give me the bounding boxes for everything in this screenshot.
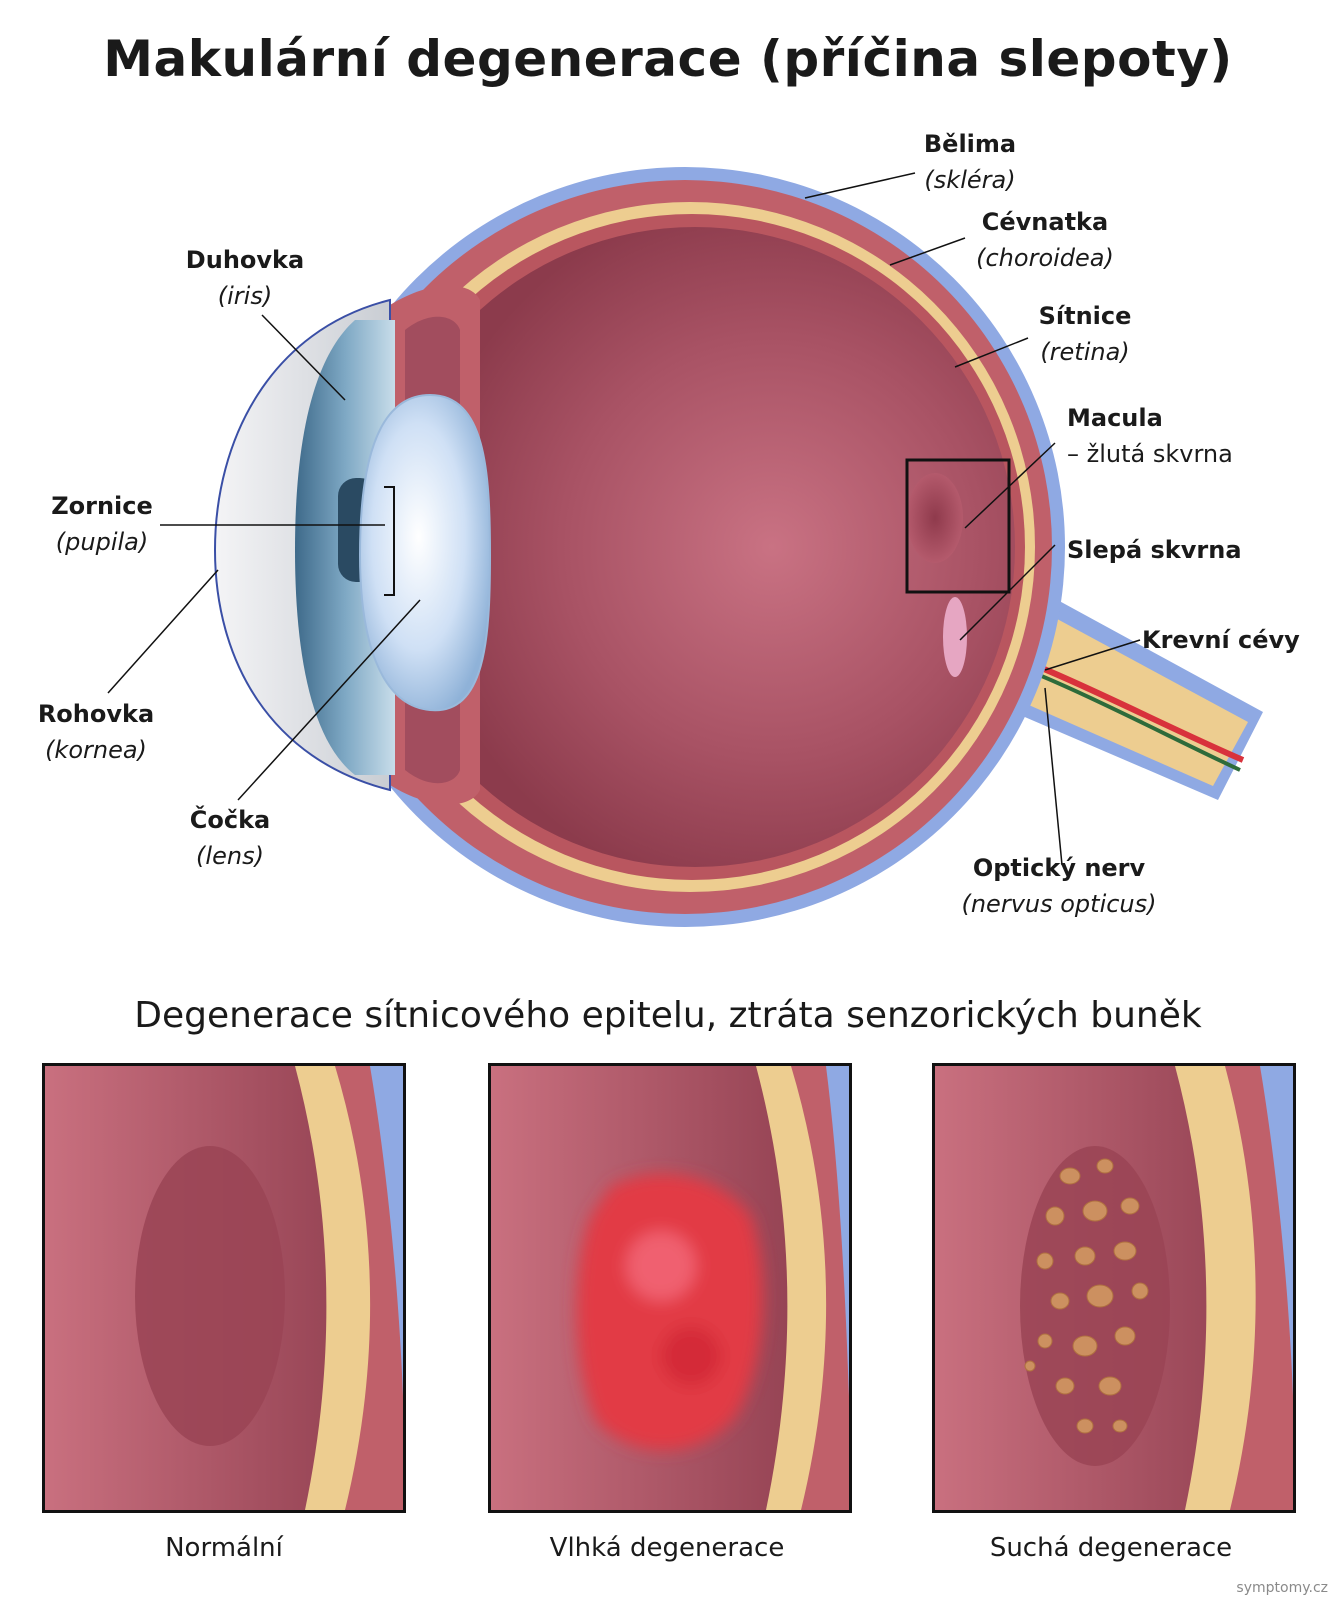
wet-lesion	[576, 1173, 763, 1451]
vitreous-body	[375, 227, 1015, 867]
label-retina: Sítnice (retina)	[1038, 302, 1132, 366]
blind-spot	[943, 597, 967, 677]
label-iris: Duhovka (iris)	[185, 246, 305, 310]
label-blind-spot: Slepá skvrna	[1067, 536, 1242, 564]
label-blood-vessels: Krevní cévy	[1142, 626, 1300, 654]
normal-macula	[135, 1146, 285, 1446]
diagram-title: Makulární degenerace (příčina slepoty)	[103, 30, 1233, 88]
label-optic-nerve: Optický nerv (nervus opticus)	[961, 854, 1157, 918]
macula-box	[905, 458, 1011, 594]
macula-spot	[907, 473, 963, 563]
caption-wet: Vlhká degenerace	[549, 1533, 785, 1563]
label-choroid: Cévnatka (choroidea)	[976, 208, 1114, 272]
eye-cross-section	[107, 167, 1263, 927]
caption-dry: Suchá degenerace	[989, 1533, 1233, 1563]
label-cornea: Rohovka (kornea)	[37, 700, 155, 764]
section-subtitle: Degenerace sítnicového epitelu, ztráta s…	[134, 995, 1202, 1036]
lens	[358, 393, 492, 712]
watermark: symptomy.cz	[1236, 1580, 1328, 1596]
caption-normal: Normální	[165, 1533, 283, 1563]
label-pupil: Zornice (pupila)	[51, 492, 153, 556]
panel-normal	[42, 1063, 406, 1513]
label-lens: Čočka (lens)	[189, 806, 271, 870]
dry-spots	[1024, 1158, 1149, 1434]
panel-wet	[488, 1063, 852, 1513]
panel-dry	[932, 1063, 1296, 1513]
label-sclera: Bělima (skléra)	[923, 130, 1017, 194]
label-macula: Macula – žlutá skvrna	[1067, 404, 1233, 468]
